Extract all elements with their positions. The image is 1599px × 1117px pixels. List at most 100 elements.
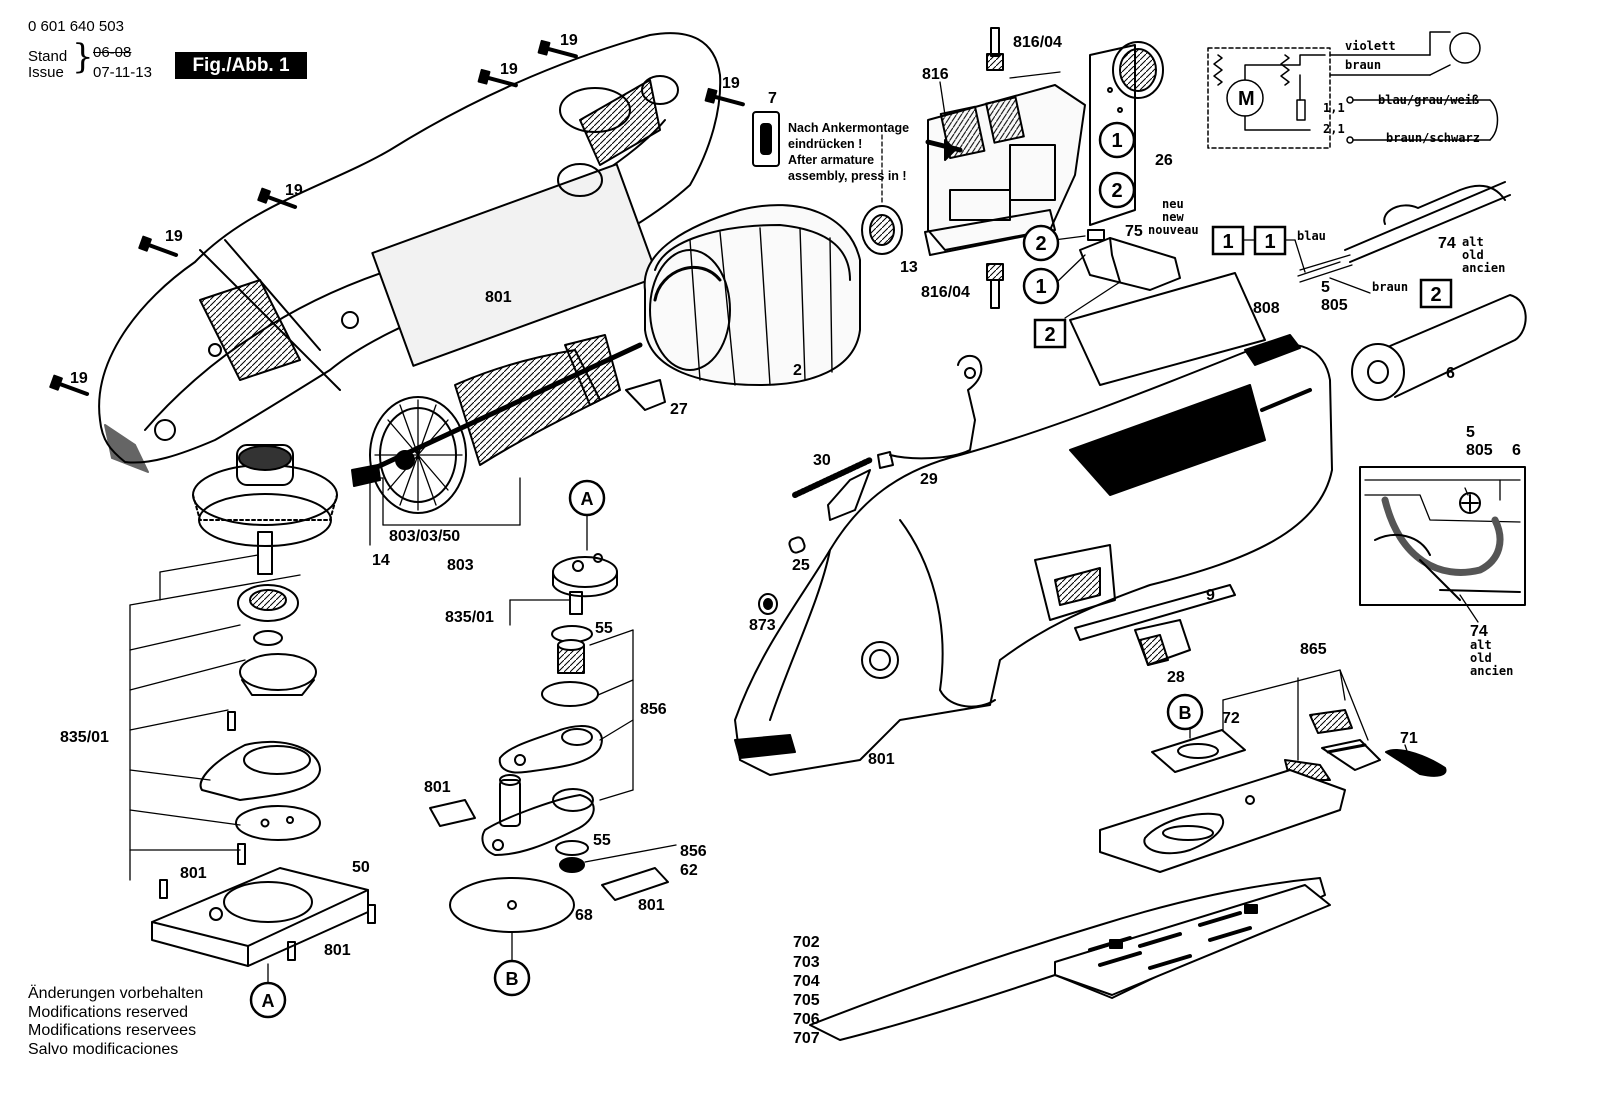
part-label: 6 [1446, 365, 1455, 382]
part-label: 816/04 [921, 284, 970, 301]
part-label: 865 [1300, 641, 1327, 658]
boxed-marker: 2 [1044, 324, 1055, 346]
reference-marker: A [581, 489, 594, 509]
part-label: 74 [1438, 235, 1456, 252]
lever-assembly-drawing [481, 788, 595, 856]
part-label: 7 [768, 90, 777, 107]
boxed-marker: 1 [1264, 231, 1275, 253]
reference-marker: B [506, 969, 519, 989]
sleeve-808-drawing [1069, 272, 1266, 386]
spring-30-drawing [792, 457, 873, 498]
needle-sleeve-drawing [557, 639, 585, 674]
part-label: 801 [638, 897, 665, 914]
part-label: 26 [1155, 152, 1173, 169]
part-label: 62 [680, 862, 698, 879]
note-es: Salvo modificaciones [28, 1040, 179, 1058]
lever-29-drawing [827, 354, 983, 521]
part-label: 707 [793, 1030, 820, 1047]
part-label: 856 [640, 701, 667, 718]
part-label: 19 [70, 370, 88, 387]
part-label: 9 [1206, 587, 1215, 604]
part-label: 50 [352, 859, 370, 876]
nut-drawing [559, 857, 585, 873]
part-label: 55 [595, 620, 613, 637]
bearing-drawing [237, 584, 299, 622]
plate-72-drawing [1151, 729, 1246, 773]
cable-74-drawing [1297, 181, 1511, 283]
new-label: neu [1162, 197, 1184, 211]
switch-816-drawing [924, 84, 1086, 256]
part-label: 75 [1125, 223, 1143, 240]
sleeve-6-drawing [1351, 294, 1527, 401]
old-label: alt [1470, 638, 1492, 652]
slider-62-drawing [601, 867, 669, 901]
old-label: ancien [1470, 664, 1513, 678]
part-label: 71 [1400, 730, 1418, 747]
note-en: Modifications reserved [28, 1003, 189, 1021]
issue-label: Issue [28, 64, 64, 81]
bearing-13-drawing [861, 134, 903, 255]
part-label: 5 [1466, 424, 1475, 441]
washer-drawing [253, 630, 283, 646]
part-label: 19 [560, 32, 578, 49]
note-de: Änderungen vorbehalten [28, 985, 204, 1002]
part-label: 27 [670, 401, 688, 418]
part-label: 808 [1253, 300, 1280, 317]
part-label: 19 [285, 182, 303, 199]
footer-notes: Änderungen vorbehalten Modifications res… [28, 985, 203, 1059]
pin-drawing-3 [159, 879, 168, 899]
part-label: 835/01 [60, 729, 109, 746]
part-label: 28 [1167, 669, 1185, 686]
version-labels: neu new nouveau alt old ancien blau brau… [1148, 197, 1513, 678]
part-label: 703 [793, 954, 820, 971]
part-label: 704 [793, 973, 820, 990]
pin-drawing-4 [367, 904, 376, 924]
gear-drawing [192, 444, 338, 575]
part-label: 55 [593, 832, 611, 849]
part-number-labels: 19 19 19 19 19 19 7 801 2 27 803/03/50 1… [60, 32, 1521, 1047]
wiring-labels: M violett braun 1,1 2,1 blau/grau/weiß b… [1238, 39, 1480, 145]
part-label: 805 [1321, 297, 1348, 314]
assembly-note-line: assembly, press in ! [788, 169, 907, 183]
issue-date: 07-11-13 [93, 64, 152, 81]
circled-marker: 2 [1111, 180, 1122, 202]
new-label: new [1162, 210, 1184, 224]
tool-housing-drawing [734, 334, 1333, 776]
assembly-note-line: Nach Ankermontage [788, 121, 909, 135]
pin-25-drawing [788, 536, 806, 554]
terminal-label: 2,1 [1323, 122, 1345, 136]
part-label: 816/04 [1013, 34, 1062, 51]
part-label: 835/01 [445, 609, 494, 626]
pin-bolt-drawing [499, 774, 521, 827]
part-label: 706 [793, 1011, 820, 1028]
part-label: 5 [1321, 279, 1330, 296]
old-label: alt [1462, 235, 1484, 249]
strip-9-drawing [1074, 584, 1236, 641]
eccentric-shaft-drawing [552, 515, 618, 615]
brush-holder-drawing [625, 379, 666, 411]
circled-marker: 1 [1111, 130, 1122, 152]
clamp-screws-drawing [986, 27, 1004, 309]
leader-lines-switch [939, 71, 1371, 319]
motor-symbol: M [1238, 88, 1255, 110]
wire-label: braun/schwarz [1386, 131, 1480, 145]
brace-symbol: } [72, 37, 94, 77]
leader-lines-middle [509, 599, 677, 863]
leader-lines-left [129, 477, 521, 986]
ring-drawing [541, 681, 599, 707]
part-label: 30 [813, 452, 831, 469]
part-label: 68 [575, 907, 593, 924]
clips-865-71-drawing [1284, 709, 1447, 781]
screws-19-drawing [49, 39, 745, 396]
clip-7-drawing [752, 111, 780, 167]
stator-drawing [643, 204, 861, 386]
part-label: 19 [165, 228, 183, 245]
leader-lines-right [1189, 669, 1411, 761]
pin-drawing [227, 711, 236, 731]
blau-label: blau [1297, 229, 1326, 243]
boxed-marker: 2 [1430, 284, 1441, 306]
pin-drawing-5 [287, 941, 296, 961]
part-label: 2 [793, 362, 802, 379]
part-number: 0 601 640 503 [28, 18, 124, 35]
terminal-label: 1,1 [1323, 101, 1345, 115]
